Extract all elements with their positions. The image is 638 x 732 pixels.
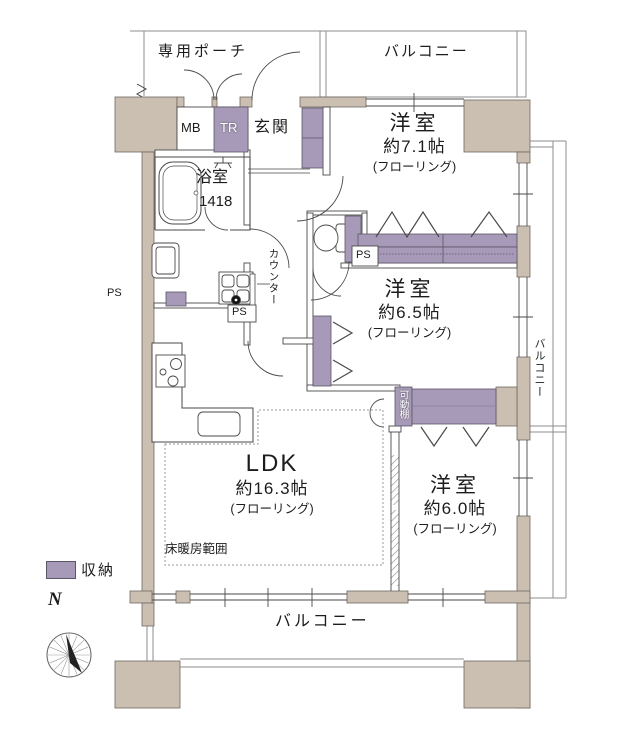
bathroom-walls: [154, 156, 251, 231]
label-entrance: 玄関: [254, 119, 291, 136]
storage-swatch: [46, 560, 76, 579]
balcony-outlines: [130, 30, 567, 668]
room-floor-type: (フローリング): [413, 522, 497, 536]
door-arcs: [183, 51, 385, 428]
kitchen-sink: [197, 411, 241, 437]
closet-hanger-marks: [332, 210, 508, 448]
pipe-space-boxes: [227, 245, 379, 323]
label-private-porch: 専用ポーチ: [158, 43, 249, 60]
label-movable-shelf: 可動棚: [397, 390, 409, 419]
bathtub: [158, 161, 202, 225]
floor-heating-boundary: [164, 409, 384, 566]
room-size: 約7.1帖: [383, 137, 446, 156]
room-floor-type: (フローリング): [230, 502, 314, 516]
storage-legend-label: 収納: [81, 562, 116, 579]
entrance-step: [248, 168, 310, 174]
label-floor-heating: 床暖房範囲: [165, 542, 228, 556]
water-heater: [218, 271, 254, 305]
washbasin: [151, 242, 180, 279]
room-name: 洋室: [430, 474, 480, 497]
label-balcony-top: バルコニー: [384, 43, 469, 60]
toilet-fixture: [313, 223, 348, 253]
room-west-7-1: 洋室 約7.1帖 (フローリング): [332, 113, 497, 174]
compass-icon: [46, 632, 92, 678]
storage-legend: 収納: [46, 559, 115, 580]
label-bathroom: 浴室: [196, 169, 229, 186]
room-west-6-5: 洋室 約6.5帖 (フローリング): [327, 279, 492, 340]
compass-north-label: N: [48, 589, 62, 610]
room-ldk: LDK 約16.3帖 (フローリング): [182, 452, 362, 516]
label-ps-kitchen: PS: [232, 306, 247, 318]
label-bathroom-size: 1418: [199, 193, 233, 210]
room-name: 洋室: [384, 278, 435, 301]
label-counter: カウンター: [267, 248, 280, 306]
exterior-walls: [114, 96, 531, 709]
room-size: 約6.0帖: [423, 499, 487, 518]
cooktop: [155, 354, 186, 388]
label-ps-left: PS: [107, 287, 122, 299]
shower-faucet-icon: [214, 157, 232, 169]
room-floor-type: (フローリング): [372, 160, 457, 174]
room-name: 洋室: [389, 112, 440, 135]
room-size: 約6.5帖: [378, 303, 441, 322]
label-tr: TR: [220, 120, 238, 135]
room-name: LDK: [245, 450, 299, 477]
room-floor-type: (フローリング): [367, 326, 452, 340]
room-west-6-0: 洋室 約6.0帖 (フローリング): [396, 475, 514, 536]
room-size: 約16.3帖: [235, 479, 309, 498]
label-balcony-bottom: バルコニー: [275, 613, 370, 630]
label-ps-closet: PS: [356, 249, 371, 261]
label-mb: MB: [181, 120, 201, 135]
windows: [152, 93, 533, 607]
storage-closets: [165, 106, 518, 427]
sliding-partition: [390, 432, 400, 591]
label-balcony-right: バルコニー: [533, 338, 545, 398]
